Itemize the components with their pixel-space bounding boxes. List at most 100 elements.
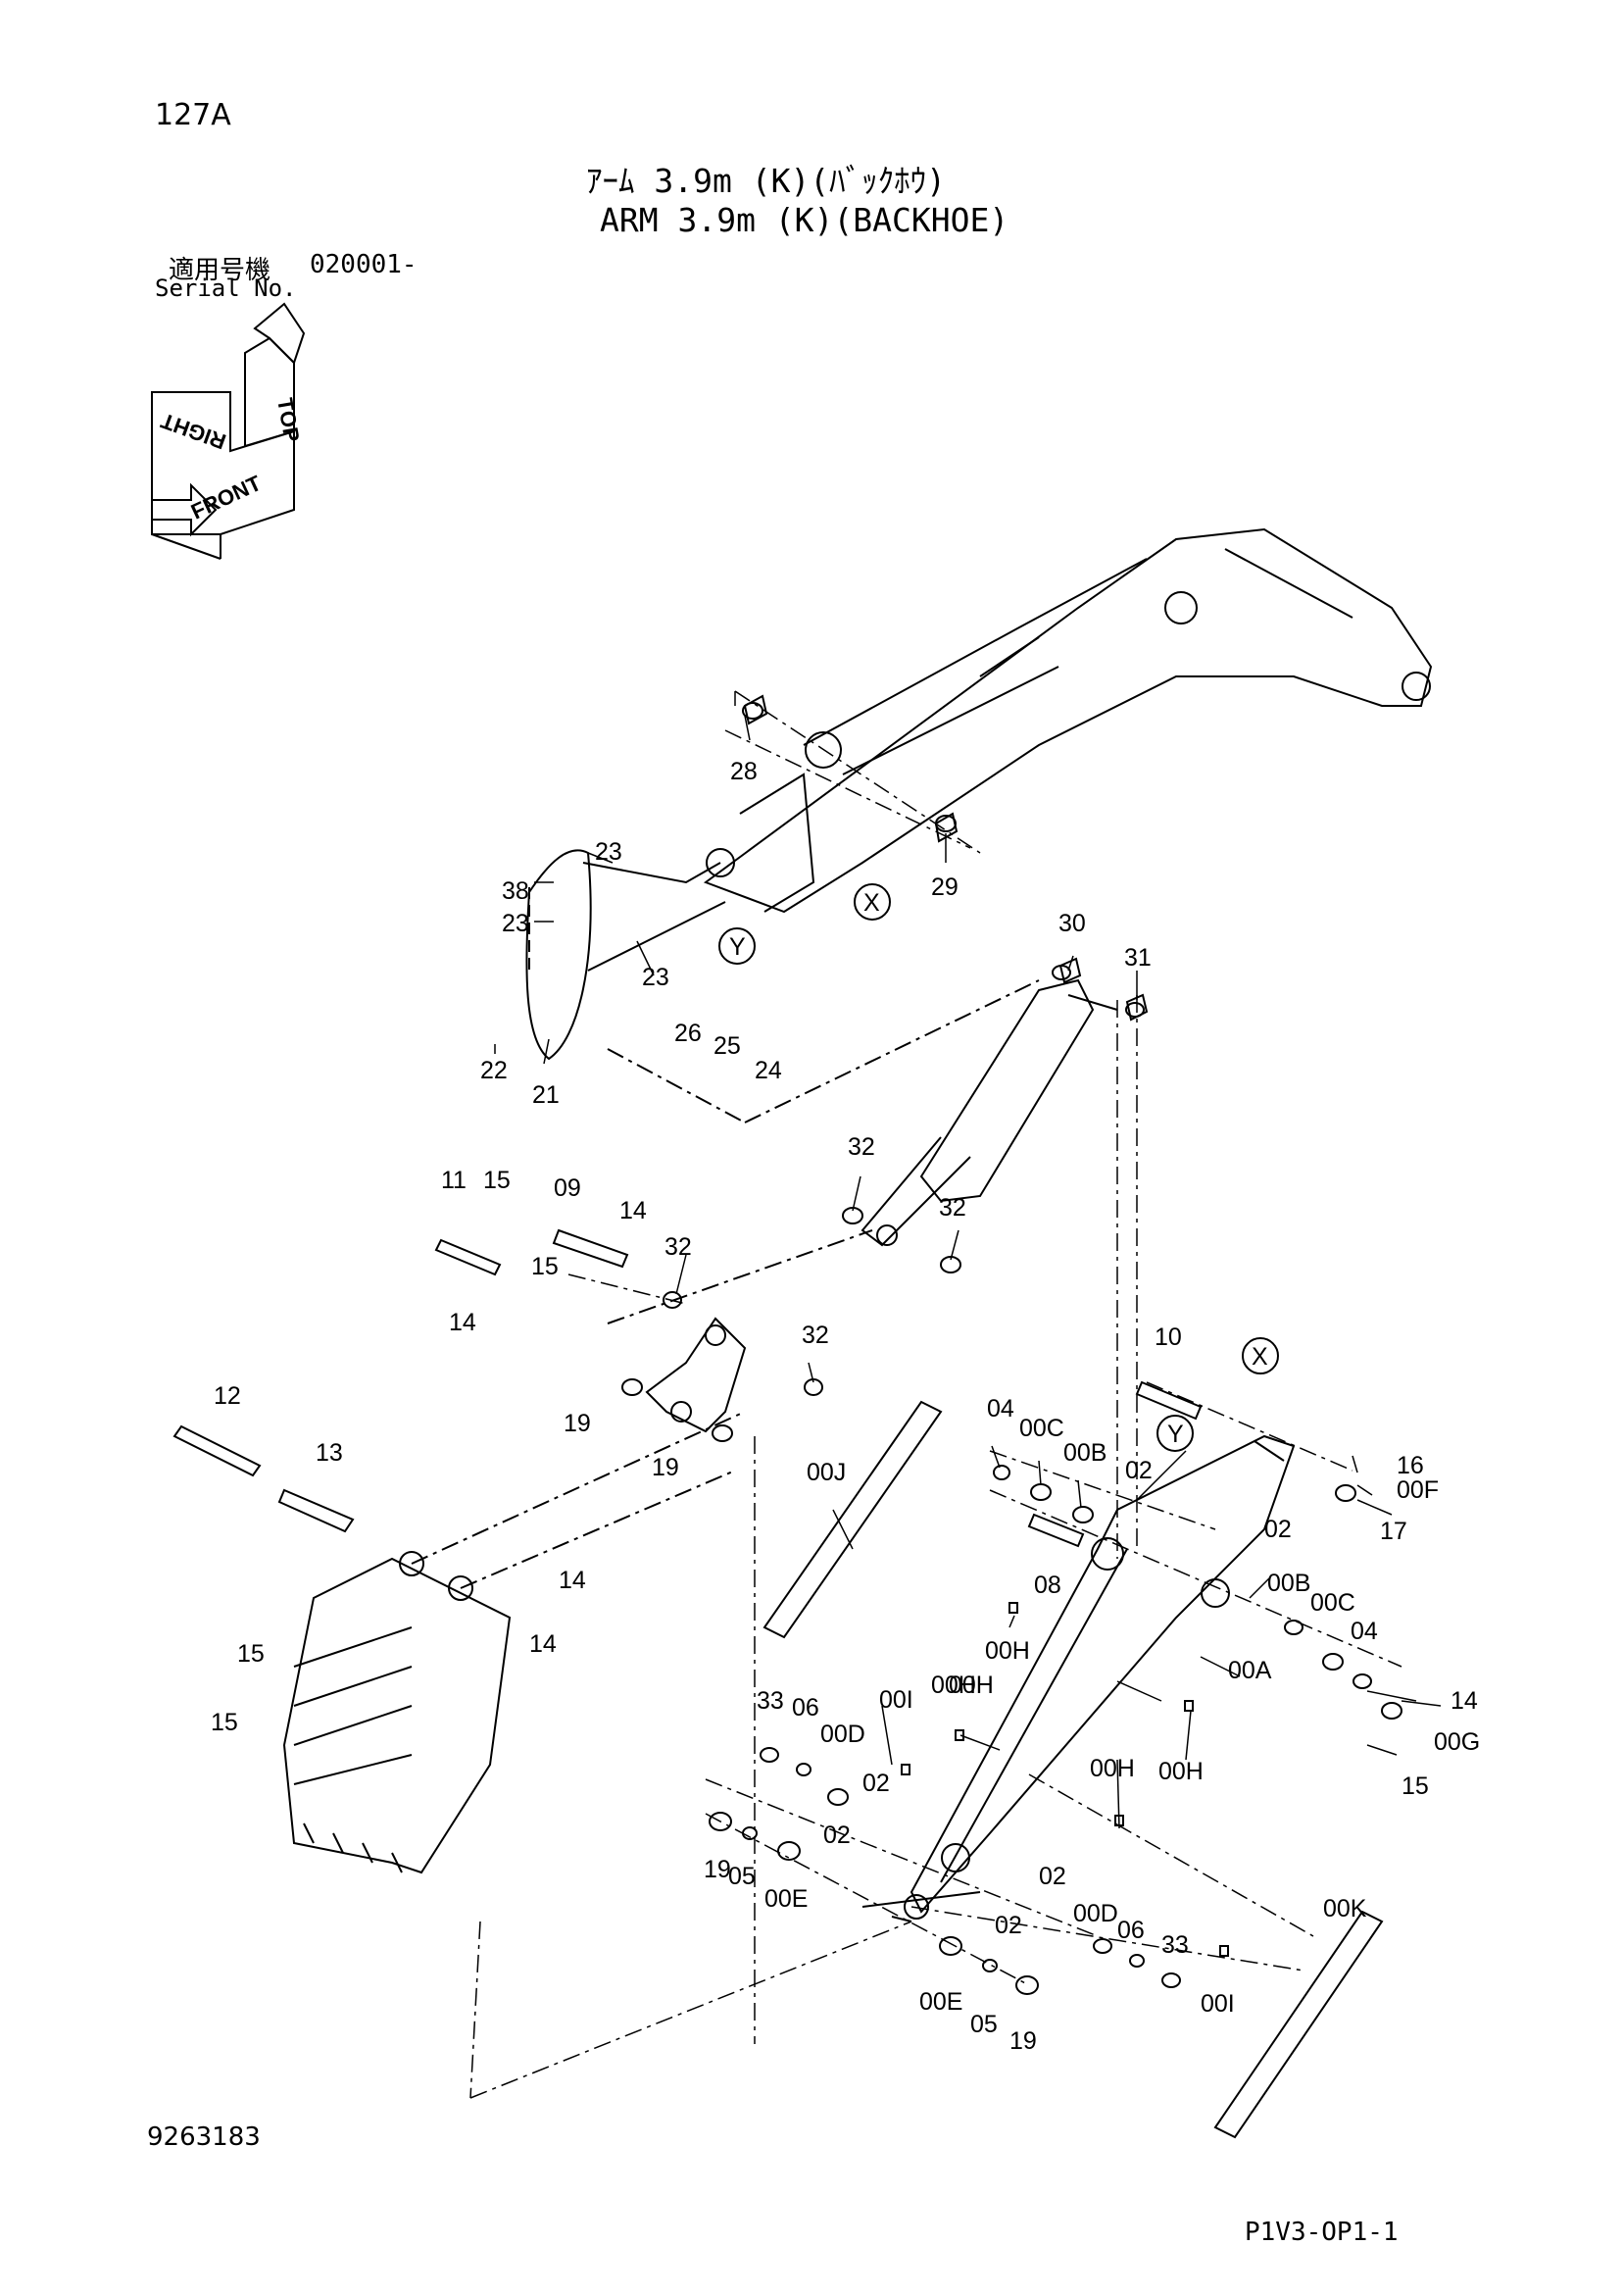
callout-31: 31 — [1124, 944, 1152, 972]
callout-05a: 05 — [728, 1863, 756, 1890]
serial-value: 020001- — [310, 250, 418, 279]
callout-04b: 04 — [1351, 1618, 1378, 1645]
callout-15d: 15 — [211, 1709, 238, 1736]
callout-00Hc: 00H — [949, 1672, 994, 1699]
callout-19a: 19 — [564, 1410, 591, 1437]
callout-00Hb: 00H — [931, 1672, 976, 1699]
callout-06b: 06 — [1117, 1917, 1145, 1944]
callout-00Ha: 00H — [985, 1637, 1030, 1665]
callout-00Ib: 00I — [1201, 1990, 1235, 2018]
callout-19d: 19 — [1009, 2027, 1037, 2055]
callout-23b: 23 — [502, 910, 529, 937]
callout-28: 28 — [730, 758, 758, 785]
title-japanese: ｱｰﾑ 3.9m (K)(ﾊﾞｯｸﾎｳ) — [586, 162, 947, 200]
callout-00A: 00A — [1228, 1657, 1272, 1684]
callout-15a: 15 — [483, 1167, 511, 1194]
callout-00Cb: 00C — [1310, 1589, 1355, 1617]
callout-00Bb: 00B — [1267, 1570, 1310, 1597]
callout-32a: 32 — [848, 1133, 875, 1161]
callout-26: 26 — [674, 1020, 702, 1047]
serial-label-jp: 適用号機 — [169, 256, 271, 285]
cube-label-right: RIGHT — [157, 408, 228, 454]
callout-30: 30 — [1058, 910, 1086, 937]
pins — [172, 1228, 1203, 1548]
callout-33b: 33 — [1161, 1931, 1189, 1959]
arm-body — [861, 1434, 1296, 1922]
callout-08: 08 — [1034, 1572, 1061, 1599]
callout-04a: 04 — [987, 1395, 1014, 1423]
callout-15b: 15 — [531, 1253, 559, 1280]
ref-marker-y-2: Y — [1167, 1421, 1184, 1448]
callout-02a: 02 — [1125, 1457, 1153, 1484]
callout-11: 11 — [441, 1167, 467, 1194]
bucket-cylinder — [861, 978, 1118, 1247]
callout-10: 10 — [1155, 1323, 1182, 1351]
callout-leaders — [494, 715, 1442, 1829]
callout-15e: 15 — [1402, 1772, 1429, 1800]
wear-plates — [762, 1400, 1384, 2139]
callout-14e: 14 — [1451, 1687, 1478, 1715]
callout-22: 22 — [480, 1057, 508, 1084]
callout-23c: 23 — [642, 964, 669, 991]
callout-00Ba: 00B — [1063, 1439, 1107, 1467]
callout-00Da: 00D — [820, 1721, 865, 1748]
ref-marker-x-2: X — [1252, 1343, 1268, 1371]
callout-02b: 02 — [1264, 1516, 1292, 1543]
hose-lines — [525, 849, 1040, 1123]
callout-00Hd: 00H — [1090, 1755, 1135, 1782]
callout-24: 24 — [755, 1057, 782, 1084]
callout-25: 25 — [713, 1032, 741, 1060]
callout-00Ca: 00C — [1019, 1415, 1064, 1442]
ref-marker-y-1: Y — [729, 933, 746, 961]
callout-17: 17 — [1380, 1518, 1407, 1545]
callout-00Eb: 00E — [919, 1988, 962, 2016]
callout-38: 38 — [502, 877, 529, 905]
callout-06a: 06 — [792, 1694, 819, 1722]
boom-drawing — [703, 527, 1433, 914]
callout-19c: 19 — [704, 1856, 731, 1883]
callout-32b: 32 — [939, 1194, 966, 1222]
callout-00Ia: 00I — [879, 1686, 913, 1714]
reference-markers: X Y Y X — [718, 883, 1279, 1452]
sheet-code: P1V3-OP1-1 — [1245, 2218, 1399, 2247]
callout-00G: 00G — [1434, 1728, 1480, 1756]
callout-14a: 14 — [619, 1197, 647, 1224]
ref-marker-x-1: X — [863, 889, 880, 917]
callout-02f: 02 — [995, 1912, 1022, 1939]
callout-23a: 23 — [595, 838, 622, 866]
link-lever — [607, 1229, 873, 1433]
callout-02c: 02 — [862, 1770, 890, 1797]
callout-16: 16 — [1397, 1452, 1424, 1479]
page-number: 127A — [155, 98, 231, 132]
callout-14d: 14 — [529, 1630, 557, 1658]
bucket — [282, 1411, 746, 1874]
drawing-number: 9263183 — [147, 2122, 261, 2152]
assembly-lines — [469, 690, 1402, 2099]
callout-12: 12 — [214, 1382, 241, 1410]
hardware-parts — [621, 694, 1402, 1995]
callout-05b: 05 — [970, 2011, 998, 2038]
callout-14b: 14 — [449, 1309, 476, 1336]
part-callouts: 28 29 23 38 23 23 22 21 26 25 24 30 31 3… — [211, 758, 1480, 2055]
callout-09: 09 — [554, 1174, 581, 1202]
serial-label-en: Serial No. — [155, 275, 297, 302]
orientation-cube: TOP RIGHT FRONT — [151, 302, 306, 560]
callout-00K: 00K — [1323, 1895, 1367, 1922]
callout-32c: 32 — [664, 1233, 692, 1261]
callout-00Ea: 00E — [764, 1885, 808, 1913]
callout-02d: 02 — [823, 1822, 851, 1849]
callout-00He: 00H — [1158, 1758, 1204, 1785]
callout-15c: 15 — [237, 1640, 265, 1668]
callout-02e: 02 — [1039, 1863, 1066, 1890]
callout-00Db: 00D — [1073, 1900, 1118, 1927]
callout-13: 13 — [316, 1439, 343, 1467]
callout-33a: 33 — [757, 1687, 784, 1715]
callout-21: 21 — [532, 1081, 560, 1109]
title-english: ARM 3.9m (K)(BACKHOE) — [600, 201, 1009, 239]
callout-29: 29 — [931, 873, 959, 901]
callout-19b: 19 — [652, 1454, 679, 1481]
callout-14c: 14 — [559, 1567, 586, 1594]
callout-00F: 00F — [1397, 1476, 1439, 1504]
cube-label-front: FRONT — [187, 471, 266, 524]
